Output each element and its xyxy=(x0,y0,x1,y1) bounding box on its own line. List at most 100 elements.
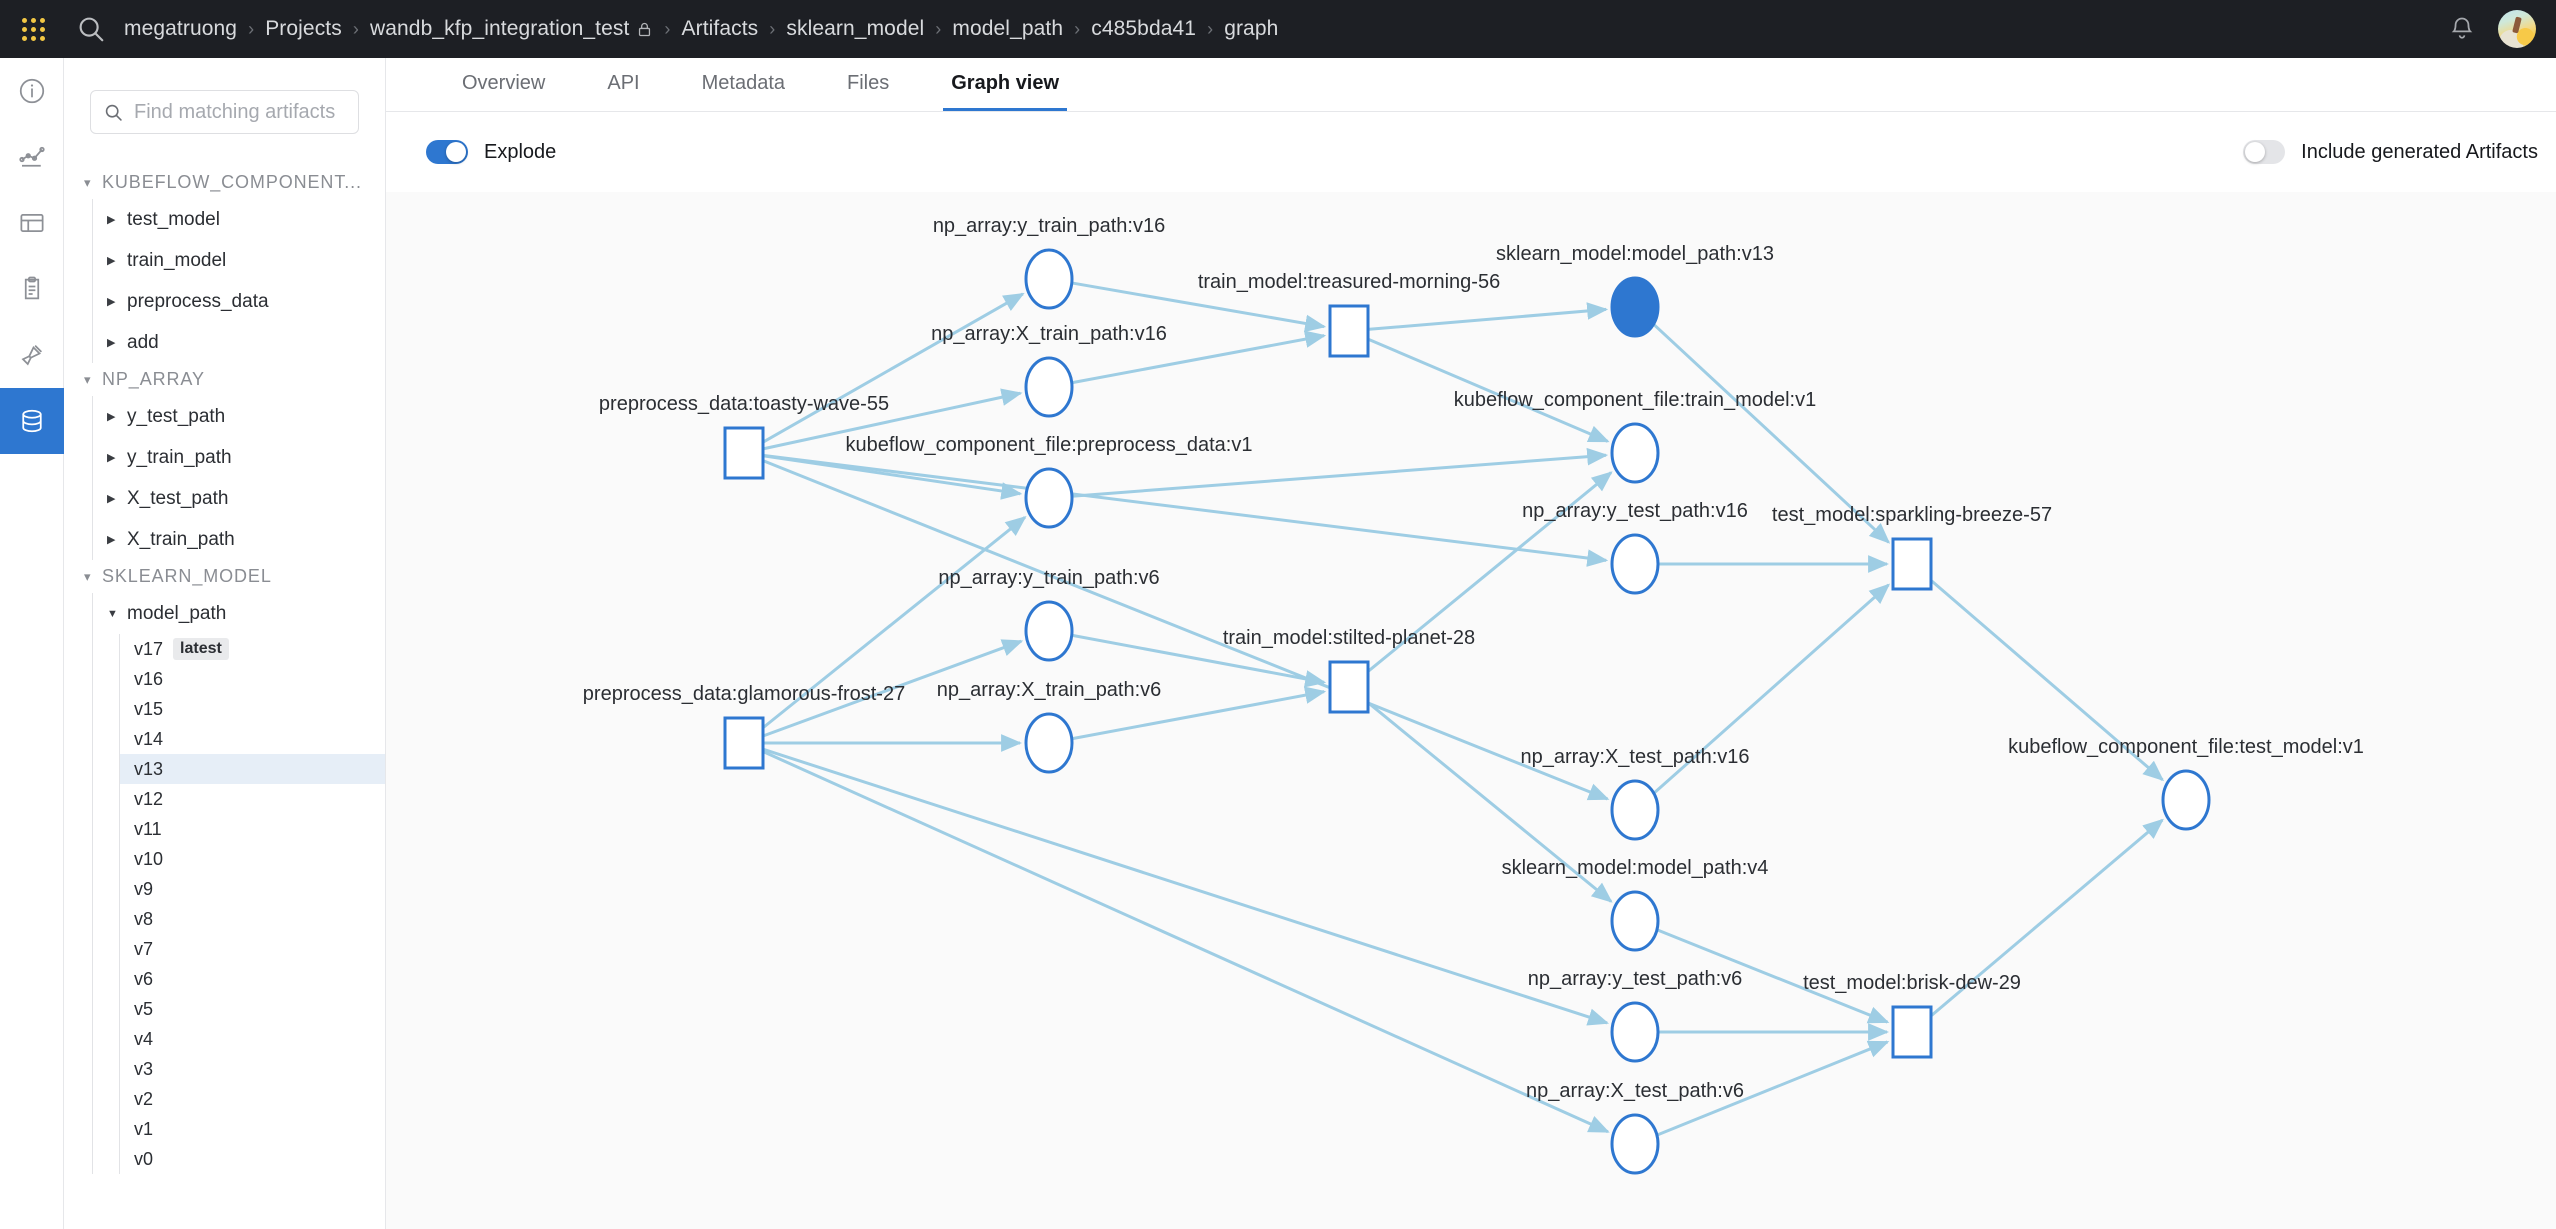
tab-overview[interactable]: Overview xyxy=(462,72,546,94)
tree-item-y_test_path[interactable]: ▶y_test_path xyxy=(93,396,385,437)
rail-button-table[interactable] xyxy=(0,190,64,256)
tab-metadata[interactable]: Metadata xyxy=(701,72,785,94)
tree-item-model_path[interactable]: ▼ model_path xyxy=(93,593,385,634)
version-item-v15[interactable]: v15 xyxy=(120,694,385,724)
search-icon[interactable] xyxy=(76,14,106,44)
line-chart-icon xyxy=(18,146,45,167)
tree-item-test_model[interactable]: ▶test_model xyxy=(93,199,385,240)
graph-svg xyxy=(723,248,2211,1175)
rail-button-broom[interactable] xyxy=(0,322,64,388)
tree-item-preprocess_data[interactable]: ▶preprocess_data xyxy=(93,281,385,322)
graph-edge xyxy=(1071,686,1327,741)
graph-node-rect[interactable] xyxy=(723,716,765,770)
graph-node-circle[interactable] xyxy=(2161,769,2211,831)
graph-node-rect[interactable] xyxy=(1328,660,1370,714)
tab-files[interactable]: Files xyxy=(847,72,890,94)
tree-item-label: model_path xyxy=(127,602,227,624)
version-label: v10 xyxy=(134,848,164,869)
tree-item-y_train_path[interactable]: ▶y_train_path xyxy=(93,437,385,478)
tree-group-label: KUBEFLOW_COMPONENT... xyxy=(102,172,362,192)
graph-node-label: train_model:treasured-morning-56 xyxy=(1197,271,1501,293)
version-item-v14[interactable]: v14 xyxy=(120,724,385,754)
rail-button-line-chart[interactable] xyxy=(0,124,64,190)
tab-graph-view[interactable]: Graph view xyxy=(943,72,1068,111)
breadcrumb-item-artifacts[interactable]: Artifacts xyxy=(681,17,759,40)
chevron-down-icon: ▼ xyxy=(107,607,118,620)
version-label: v9 xyxy=(134,878,154,899)
lock-icon xyxy=(636,21,653,38)
rail-button-database-artifacts[interactable] xyxy=(0,388,64,454)
explode-toggle[interactable] xyxy=(426,140,468,164)
version-item-v7[interactable]: v7 xyxy=(120,934,385,964)
tree-item-train_model[interactable]: ▶train_model xyxy=(93,240,385,281)
chevron-down-icon: ▾ xyxy=(84,174,92,190)
toggle-knob xyxy=(446,142,466,162)
breadcrumb-separator: › xyxy=(248,18,255,39)
version-item-v12[interactable]: v12 xyxy=(120,784,385,814)
graph-node-circle[interactable] xyxy=(1024,600,1074,662)
breadcrumb-item-graph[interactable]: graph xyxy=(1224,17,1279,40)
breadcrumb-item-c485bda41[interactable]: c485bda41 xyxy=(1091,17,1197,40)
breadcrumb-separator: › xyxy=(352,18,359,39)
version-item-v11[interactable]: v11 xyxy=(120,814,385,844)
tree-group-np-array[interactable]: ▾NP_ARRAY xyxy=(64,363,385,396)
breadcrumb-item-sklearn-model[interactable]: sklearn_model xyxy=(786,17,925,40)
version-item-v2[interactable]: v2 xyxy=(120,1084,385,1114)
artifact-search[interactable] xyxy=(90,90,359,134)
grid-apps-icon[interactable] xyxy=(22,14,52,44)
chevron-right-icon: ▶ xyxy=(107,411,116,423)
graph-edge xyxy=(1071,330,1327,385)
graph-node-circle[interactable] xyxy=(1610,422,1660,484)
rail-button-clipboard[interactable] xyxy=(0,256,64,322)
tree-group-sklearn-model[interactable]: ▾SKLEARN_MODEL xyxy=(64,560,385,593)
version-item-v16[interactable]: v16 xyxy=(120,664,385,694)
version-item-v9[interactable]: v9 xyxy=(120,874,385,904)
breadcrumb: megatruong › Projects › wandb_kfp_integratio… xyxy=(124,17,1278,41)
version-item-v1[interactable]: v1 xyxy=(120,1114,385,1144)
graph-canvas[interactable]: np_array:y_train_path:v16 train_model:tre… xyxy=(386,192,2556,1229)
tree-item-add[interactable]: ▶add xyxy=(93,322,385,363)
graph-node-label: np_array:X_test_path:v6 xyxy=(1526,1080,1744,1102)
avatar[interactable] xyxy=(2498,10,2536,48)
tree-item-X_train_path[interactable]: ▶X_train_path xyxy=(93,519,385,560)
graph-node-circle[interactable] xyxy=(1610,890,1660,952)
graph-node-rect[interactable] xyxy=(1891,537,1933,591)
graph-node-circle[interactable] xyxy=(1610,533,1660,595)
graph-node-circle[interactable] xyxy=(1610,276,1660,338)
graph-node-rect[interactable] xyxy=(1328,304,1370,358)
tree-item-X_test_path[interactable]: ▶X_test_path xyxy=(93,478,385,519)
graph-node-circle[interactable] xyxy=(1610,1001,1660,1063)
graph-node-rect[interactable] xyxy=(723,426,765,480)
graph-node-rect[interactable] xyxy=(1891,1005,1933,1059)
graph-node-circle[interactable] xyxy=(1024,467,1074,529)
include-generated-artifacts-toggle[interactable] xyxy=(2243,140,2286,164)
graph-node-circle[interactable] xyxy=(1024,248,1074,310)
graph-node-circle[interactable] xyxy=(1024,712,1074,774)
chevron-right-icon: ▶ xyxy=(107,214,116,226)
breadcrumb-item-wandb-kfp-integration-test[interactable]: wandb_kfp_integration_test xyxy=(369,17,630,40)
version-item-v4[interactable]: v4 xyxy=(120,1024,385,1054)
graph-node-circle[interactable] xyxy=(1610,1113,1660,1175)
breadcrumb-item-model-path[interactable]: model_path xyxy=(952,17,1064,40)
version-label: v14 xyxy=(134,728,164,749)
graph-node-circle[interactable] xyxy=(1024,356,1074,418)
version-item-v8[interactable]: v8 xyxy=(120,904,385,934)
search-input[interactable] xyxy=(134,100,346,124)
version-item-v5[interactable]: v5 xyxy=(120,994,385,1024)
tab-api[interactable]: API xyxy=(607,72,640,94)
graph-node-circle[interactable] xyxy=(1610,779,1660,841)
version-item-v6[interactable]: v6 xyxy=(120,964,385,994)
tree-group-kubeflow-component-[interactable]: ▾ KUBEFLOW_COMPONENT... xyxy=(64,166,385,199)
breadcrumb-item-megatruong[interactable]: megatruong xyxy=(124,17,238,40)
graph-node-label: np_array:y_train_path:v16 xyxy=(932,215,1166,237)
version-item-v3[interactable]: v3 xyxy=(120,1054,385,1084)
version-item-v13[interactable]: v13 xyxy=(120,754,385,784)
notifications-bell-icon[interactable] xyxy=(2448,15,2476,43)
version-item-v10[interactable]: v10 xyxy=(120,844,385,874)
graph-edge xyxy=(1071,281,1327,333)
breadcrumb-item-projects[interactable]: Projects xyxy=(265,17,342,40)
rail-button-info-circle[interactable] xyxy=(0,58,64,124)
include-generated-artifacts-label: Include generated Artifacts xyxy=(2301,140,2538,163)
version-item-v0[interactable]: v0 xyxy=(120,1144,385,1174)
